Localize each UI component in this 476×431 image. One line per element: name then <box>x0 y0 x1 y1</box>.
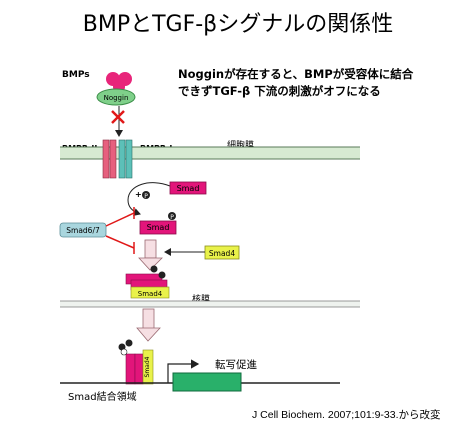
nuclear-membrane <box>60 301 360 307</box>
svg-text:Smad4: Smad4 <box>209 249 235 258</box>
svg-text:Smad6/7: Smad6/7 <box>66 226 100 235</box>
smad-complex: Smad4 <box>125 265 170 299</box>
bmps-label: BMPs <box>62 70 90 80</box>
svg-text:Smad: Smad <box>147 223 170 232</box>
phosphate-plus-label: + <box>135 190 142 199</box>
citation: J Cell Biochem. 2007;101:9-33.から改変 <box>252 409 441 421</box>
phosphorylation-arrow <box>127 182 171 216</box>
svg-text:Smad: Smad <box>177 184 200 193</box>
phosphate-icon <box>168 212 176 220</box>
cell-membrane <box>60 147 360 159</box>
noggin-label: Noggin <box>104 94 129 102</box>
block-arrow-1 <box>138 239 163 271</box>
transcription-label: 転写促進 <box>215 359 257 371</box>
block-x-icon <box>111 110 125 124</box>
page-title: BMPとTGF-βシグナルの関係性 <box>82 12 394 37</box>
smad-protein-free <box>169 181 207 195</box>
svg-text:Smad4: Smad4 <box>144 356 151 377</box>
inhibit-line-upper <box>105 212 135 227</box>
smad-phosphorylated <box>139 220 177 235</box>
transcription-arrow <box>167 359 200 383</box>
svg-text:P: P <box>170 214 174 221</box>
phosphate-icon <box>142 191 150 199</box>
noggin-protein: Noggin <box>96 88 136 106</box>
nuclear-membrane-label: 核膜 <box>192 295 211 305</box>
bmpr2-receptor <box>102 139 117 179</box>
target-gene <box>172 372 242 392</box>
svg-text:P: P <box>144 193 148 200</box>
svg-text:Smad4: Smad4 <box>138 290 163 298</box>
smad-dna-complex: Smad4 <box>118 339 154 385</box>
noggin-note: Nogginが存在すると、BMPが受容体に結合 できずTGF-β 下流の刺激がオ… <box>178 67 414 98</box>
smad67-inhibitor <box>59 222 107 238</box>
cell-membrane-label: 細胞膜 <box>227 141 255 151</box>
block-arrow-2 <box>136 308 161 342</box>
smad-binding-region-label: Smad結合領域 <box>68 392 137 403</box>
bmpr1-receptor <box>118 139 133 179</box>
inhibit-line-lower <box>105 235 135 249</box>
